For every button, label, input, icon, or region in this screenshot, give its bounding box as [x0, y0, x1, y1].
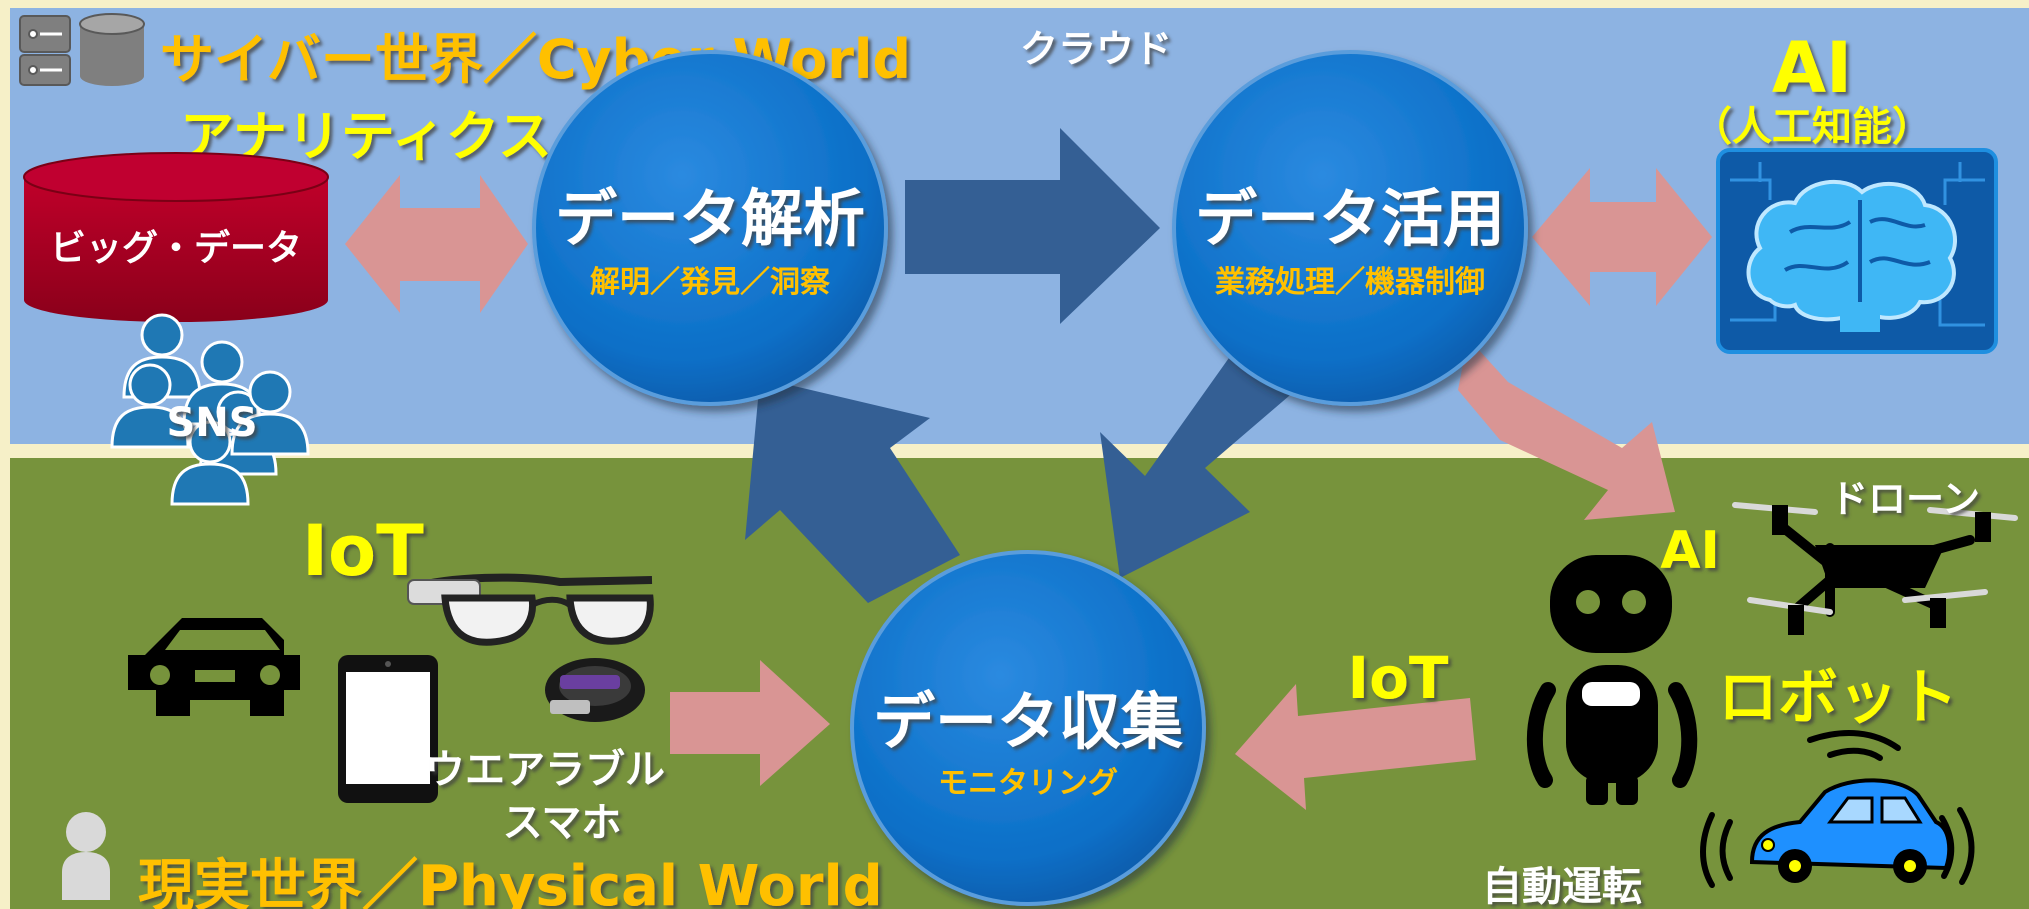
autonomous-car-icon: [1700, 730, 1975, 888]
utilization-to-robots-arrow: [1458, 338, 1675, 520]
analysis-to-utilization-arrow: [905, 128, 1160, 324]
drone-label: ドローン: [1830, 477, 1980, 521]
devices-to-collection-arrow: [670, 660, 830, 786]
data-collection-title: データ収集: [873, 685, 1183, 758]
collection-to-analysis-arrow: [745, 378, 960, 603]
ai-label: AI: [1772, 27, 1852, 109]
autodrive-label: 自動運転: [1482, 864, 1642, 909]
robot-label: ロボット: [1718, 663, 1958, 733]
cloud-label: クラウド: [1020, 27, 1172, 71]
big-data-label: ビッグ・データ: [50, 227, 302, 269]
ai-sub-label: （人工知能）: [1692, 104, 1932, 150]
physical-ai-label: AI: [1660, 521, 1720, 581]
data-analysis-subtitle: 解明／発見／洞察: [590, 265, 831, 300]
utilization-to-collection-arrow: [1100, 348, 1296, 578]
utilization-ai-arrow: [1532, 168, 1712, 306]
car-icon: [128, 618, 300, 716]
iot-right-label: IoT: [1348, 644, 1449, 712]
brain-chip-icon: [1716, 148, 1998, 354]
data-analysis-node: データ解析 解明／発見／洞察: [532, 50, 888, 406]
data-collection-subtitle: モニタリング: [938, 766, 1118, 801]
smartphone-icon: [338, 655, 438, 803]
big-data-cylinder: ビッグ・データ: [23, 152, 329, 322]
data-collection-node: データ収集 モニタリング: [850, 550, 1206, 906]
data-utilization-subtitle: 業務処理／機器制御: [1215, 265, 1485, 300]
database-icon: [79, 13, 145, 86]
server-icon: [19, 15, 71, 86]
bigdata-analysis-arrow: [345, 175, 528, 313]
smart-glasses-icon: [407, 573, 654, 646]
data-analysis-title: データ解析: [555, 182, 865, 255]
robots-to-collection-arrow: [1235, 684, 1476, 810]
smart-band-icon: [545, 658, 645, 722]
wearable-label: ウエアラブル: [425, 747, 665, 793]
data-utilization-title: データ活用: [1195, 182, 1505, 255]
data-utilization-node: データ活用 業務処理／機器制御: [1172, 50, 1528, 406]
smartphone-label: スマホ: [503, 800, 622, 846]
iot-left-label: IoT: [302, 510, 424, 592]
person-icon: [62, 812, 110, 900]
drone-icon: [1732, 502, 2018, 635]
robot-icon: [1526, 555, 1698, 805]
sns-label: SNS: [166, 400, 257, 446]
physical-world-title: 現実世界／Physical World: [138, 854, 883, 909]
